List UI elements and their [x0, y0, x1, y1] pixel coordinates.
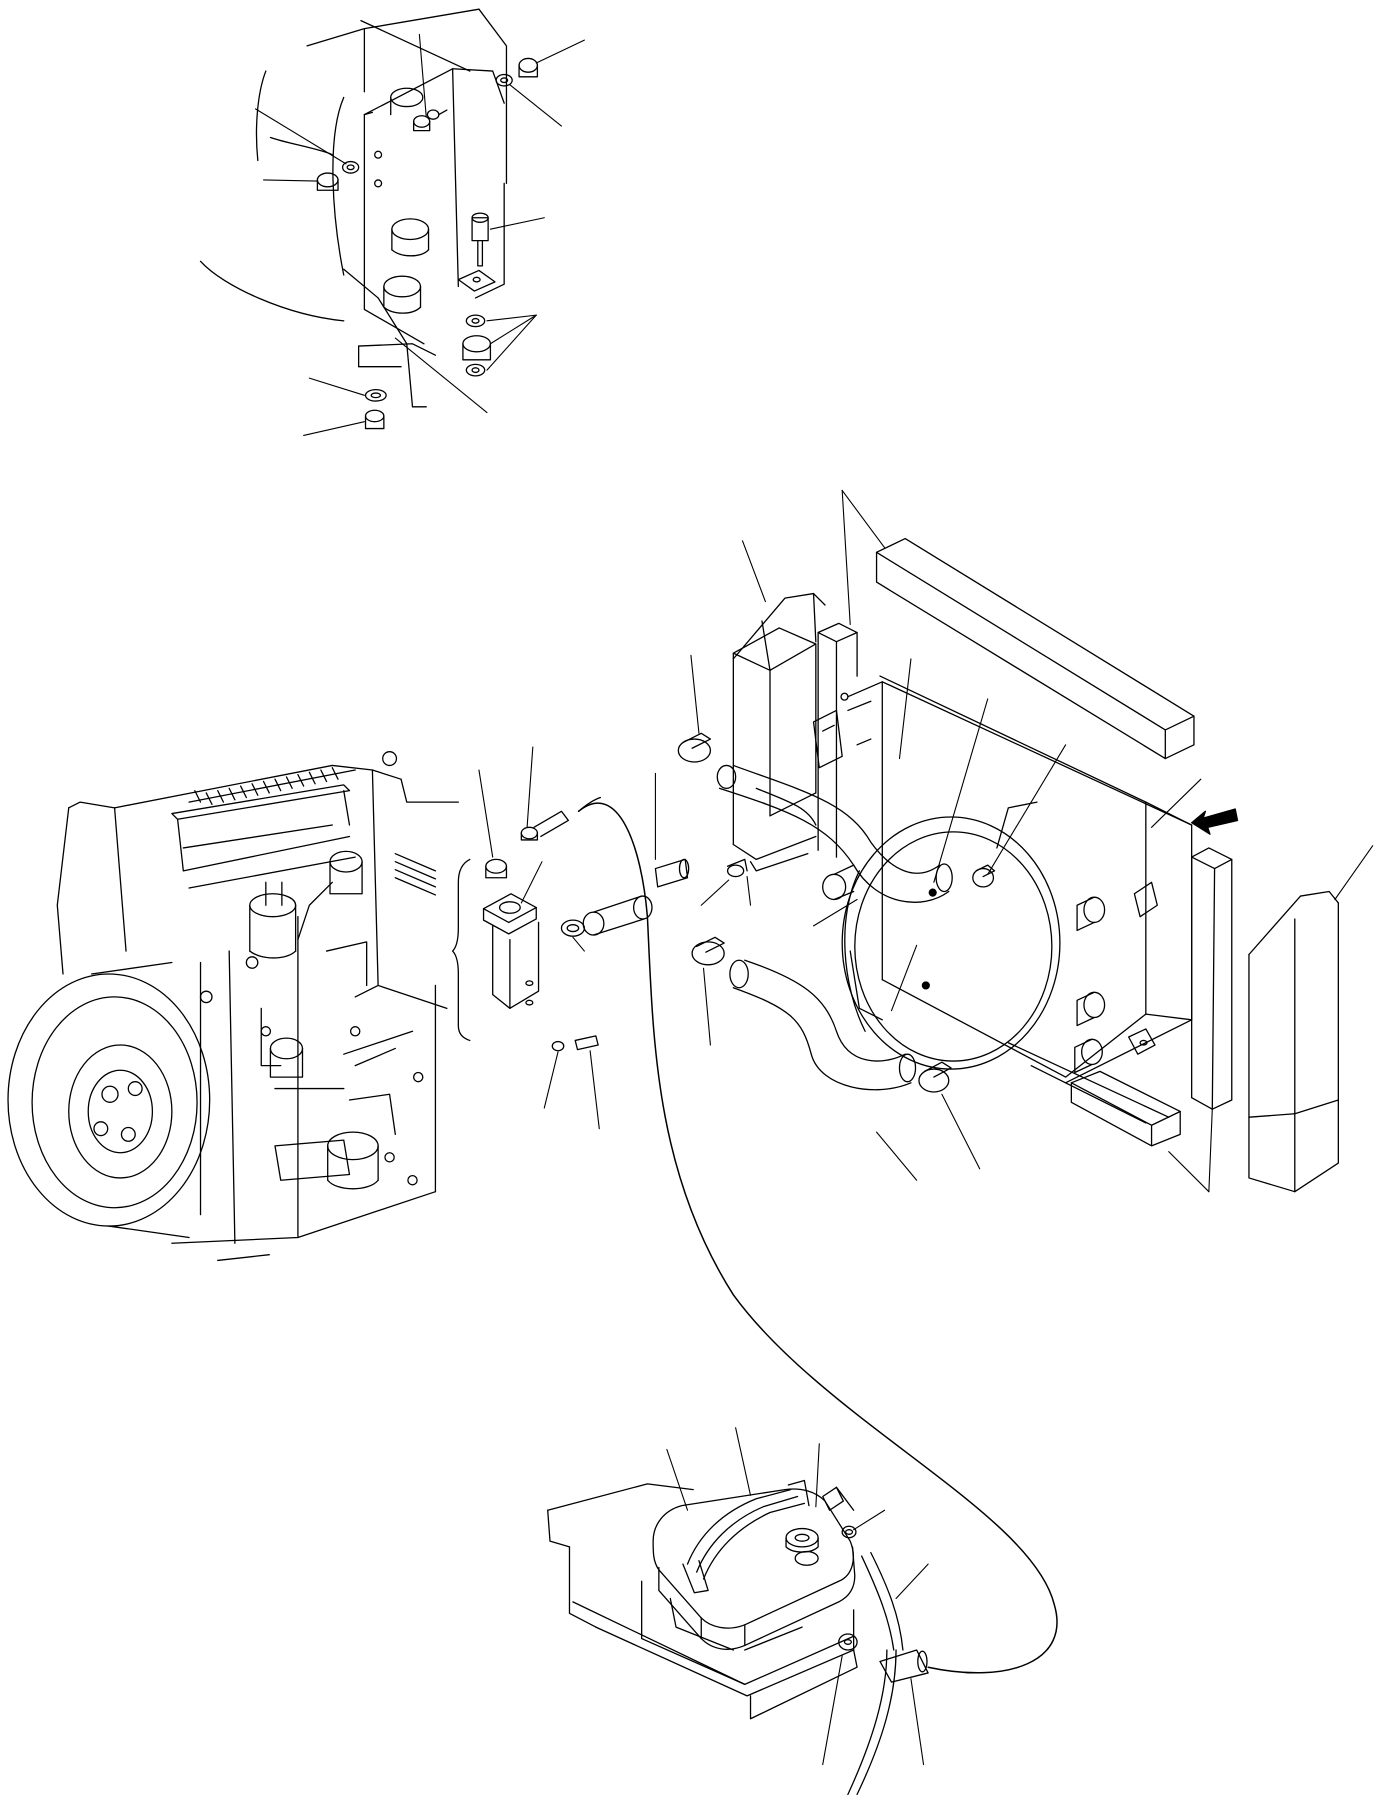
fan-hub — [484, 894, 539, 1009]
foam-seal-upper-left — [733, 594, 825, 671]
flywheel — [8, 963, 210, 1238]
oil-filter — [328, 1132, 378, 1189]
expansion-tank — [653, 1489, 855, 1649]
engine-block — [57, 752, 458, 1261]
mount-bores — [375, 88, 429, 313]
upper-radiator-hose — [717, 765, 952, 902]
tank-vent-elbow — [823, 1487, 856, 1537]
radiator-core — [848, 676, 1192, 1123]
water-pump-fasteners — [486, 811, 598, 1050]
hose-stubs — [583, 859, 688, 935]
expansion-tank-assembly — [548, 1428, 928, 1795]
starter-motor — [270, 1031, 412, 1077]
hose-leader-lines — [691, 655, 980, 1180]
wp-leader-lines — [479, 747, 655, 1129]
mount-bracket — [344, 69, 504, 407]
foam-seal-bottom — [1071, 1071, 1180, 1145]
foam-seal-side-panel-right — [1249, 891, 1338, 1191]
hose-clamps — [678, 733, 994, 1092]
tank-strap — [683, 1480, 809, 1592]
fan-guard-frame — [814, 693, 871, 767]
tank-bracket — [548, 1484, 857, 1719]
water-pump-assembly — [453, 747, 689, 1129]
foam-seal-vertical-left — [818, 623, 857, 857]
rocker-cover — [189, 768, 355, 805]
tank-hoses — [848, 1553, 928, 1795]
engine — [8, 752, 458, 1261]
tank-leader-lines — [667, 1428, 928, 1765]
radiator-assembly — [733, 628, 1237, 1123]
coolant-hoses — [678, 655, 994, 1180]
fan-shroud — [842, 802, 1060, 1069]
engine-mount-detail — [201, 9, 585, 435]
lower-radiator-hose — [730, 960, 916, 1089]
overflow-hose — [579, 798, 1057, 1673]
tank-outlet-clamp — [839, 1634, 857, 1650]
radiator-leader-lines — [891, 659, 1200, 1011]
fuel-injection-pump — [250, 854, 436, 958]
foam-leader-lines — [743, 490, 1373, 1191]
tank-filler-cap — [786, 1529, 818, 1566]
foam-seal-top — [877, 539, 1194, 759]
flywheel-housing-outline — [201, 9, 507, 321]
foam-seals — [733, 490, 1372, 1191]
mount-fasteners — [317, 58, 537, 428]
mount-leader-lines — [256, 34, 585, 435]
direction-arrow-icon — [1192, 809, 1238, 834]
side-panel-left — [733, 628, 853, 900]
thermostat-outlet — [298, 851, 362, 939]
foam-seal-vertical-right — [1192, 848, 1232, 1109]
brace-bracket — [453, 859, 470, 1040]
